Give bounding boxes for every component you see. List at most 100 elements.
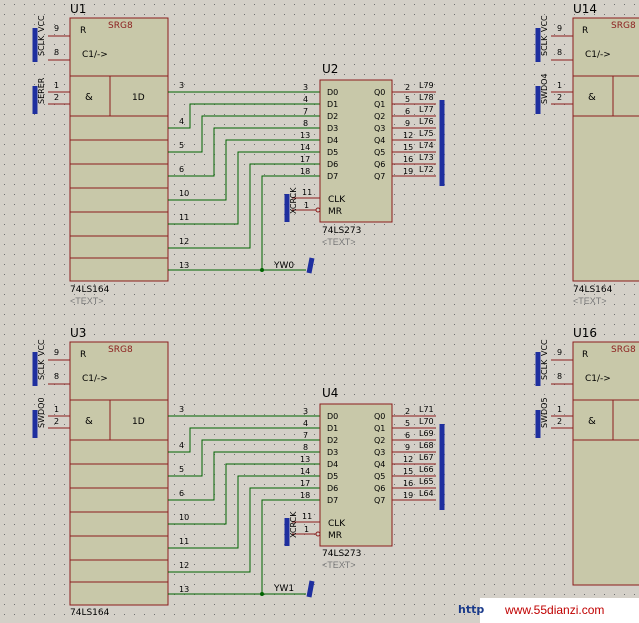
u3-net-in: SWDO0 [37, 397, 46, 428]
section-u1-u2: U1 R C1/-> SRG8 & 1D 74LS164 <TEXT> 9 8 … [32, 2, 445, 306]
section-u3-u4: U3 R C1/-> SRG8 & 1D 74LS164 9 8 1 2 SCL… [32, 326, 445, 618]
u3-srg-label: SRG8 [108, 345, 133, 355]
u1-part: 74LS164 [70, 285, 110, 295]
svg-text:17: 17 [300, 155, 310, 164]
svg-text:4: 4 [179, 117, 184, 126]
u4-pin-mr: 1 [304, 525, 309, 534]
svg-text:11: 11 [179, 213, 189, 222]
svg-text:Q3: Q3 [374, 124, 385, 133]
u1-u2-wires[interactable] [168, 91, 320, 271]
svg-text:5: 5 [405, 95, 410, 104]
svg-text:15: 15 [403, 143, 413, 152]
svg-text:L71: L71 [419, 405, 434, 414]
svg-text:D6: D6 [327, 484, 338, 493]
u14-net-clk: SCLK [540, 35, 549, 56]
u14-pin-r: 9 [557, 24, 562, 33]
u4-clk-label: CLK [328, 519, 346, 529]
u3-pin-b: 2 [54, 417, 59, 426]
u16-register-body[interactable] [572, 399, 639, 586]
u4-q-pin-lines [392, 415, 436, 501]
u14-register-body[interactable] [572, 75, 639, 282]
svg-text:16: 16 [403, 155, 413, 164]
u1-net-vcc: VCC [37, 15, 46, 32]
u3-control-block[interactable] [69, 341, 169, 401]
u16-net-clk: SCLK [540, 359, 549, 380]
u3-net-vcc: VCC [37, 339, 46, 356]
svg-text:6: 6 [405, 107, 410, 116]
svg-text:3: 3 [179, 405, 184, 414]
svg-text:13: 13 [300, 455, 310, 464]
u1-net-in: SERER [37, 77, 46, 104]
svg-text:L64: L64 [419, 489, 434, 498]
u2-body[interactable] [319, 79, 393, 223]
svg-text:12: 12 [179, 237, 189, 246]
svg-text:D4: D4 [327, 136, 338, 145]
u2-ref[interactable]: U2 [322, 62, 338, 76]
svg-text:9: 9 [405, 443, 410, 452]
svg-text:6: 6 [179, 489, 184, 498]
svg-text:14: 14 [300, 143, 310, 152]
svg-text:7: 7 [303, 431, 308, 440]
u4-yw-bus[interactable] [306, 580, 315, 598]
svg-text:Q4: Q4 [374, 460, 385, 469]
u4-net-ctrl: XCRCK [289, 511, 298, 538]
svg-text:3: 3 [303, 407, 308, 416]
u16-and-label: & [588, 416, 596, 427]
u4-body[interactable] [319, 403, 393, 547]
u16-control-block[interactable] [572, 341, 639, 401]
u14-partial: U14 R C1/-> SRG8 & 74LS164 <TEXT> 9 8 1 … [535, 2, 639, 306]
u1-1d-label: 1D [132, 93, 145, 103]
u14-pin-b: 2 [557, 93, 562, 102]
u3-register-body[interactable] [69, 399, 169, 606]
watermark-text: www.55dianzi.com [504, 603, 604, 617]
svg-text:L69: L69 [419, 429, 434, 438]
u2-text-placeholder: <TEXT> [322, 237, 356, 247]
u14-ref[interactable]: U14 [573, 2, 597, 16]
svg-text:Q3: Q3 [374, 448, 385, 457]
svg-text:5: 5 [179, 465, 184, 474]
u1-ref[interactable]: U1 [70, 2, 86, 16]
svg-text:L72: L72 [419, 165, 434, 174]
svg-text:15: 15 [403, 467, 413, 476]
svg-text:Q6: Q6 [374, 160, 385, 169]
svg-text:12: 12 [179, 561, 189, 570]
svg-text:Q4: Q4 [374, 136, 385, 145]
u16-srg-label: SRG8 [611, 345, 636, 355]
svg-text:4: 4 [179, 441, 184, 450]
u2-yw-bus[interactable] [306, 257, 315, 274]
u3-u4-wires[interactable] [168, 415, 320, 595]
u14-clock-label: C1/-> [585, 50, 611, 60]
u14-net-in: SWDO4 [540, 73, 549, 104]
u1-register-body[interactable] [69, 75, 169, 282]
u16-pin-r: 9 [557, 348, 562, 357]
u2-pin-mr: 1 [304, 201, 309, 210]
u1-srg-label: SRG8 [108, 21, 133, 31]
u16-pin-c: 8 [557, 372, 562, 381]
u14-pin-c: 8 [557, 48, 562, 57]
svg-text:4: 4 [303, 95, 308, 104]
u4-ref[interactable]: U4 [322, 386, 338, 400]
svg-text:3: 3 [303, 83, 308, 92]
u1-and-label: & [85, 92, 93, 103]
u16-clock-label: C1/-> [585, 374, 611, 384]
u1-control-block[interactable] [69, 17, 169, 77]
u2-pin-clk: 11 [302, 188, 312, 197]
u3-ref[interactable]: U3 [70, 326, 86, 340]
svg-text:2: 2 [405, 407, 410, 416]
svg-text:10: 10 [179, 189, 189, 198]
svg-text:D2: D2 [327, 436, 338, 445]
u16-ref[interactable]: U16 [573, 326, 597, 340]
u2-mr-label: MR [328, 207, 342, 217]
svg-text:18: 18 [300, 167, 310, 176]
svg-text:D1: D1 [327, 100, 338, 109]
svg-text:Q0: Q0 [374, 88, 385, 97]
u3-net-clk: SCLK [37, 359, 46, 380]
svg-text:Q1: Q1 [374, 100, 385, 109]
svg-text:17: 17 [300, 479, 310, 488]
u16-pin-a: 1 [557, 405, 562, 414]
u3-output-pins: 3 4 5 6 10 11 12 13 [179, 405, 189, 594]
u2-net-ctrl: XCRCK [289, 187, 298, 214]
svg-text:L77: L77 [419, 105, 434, 114]
